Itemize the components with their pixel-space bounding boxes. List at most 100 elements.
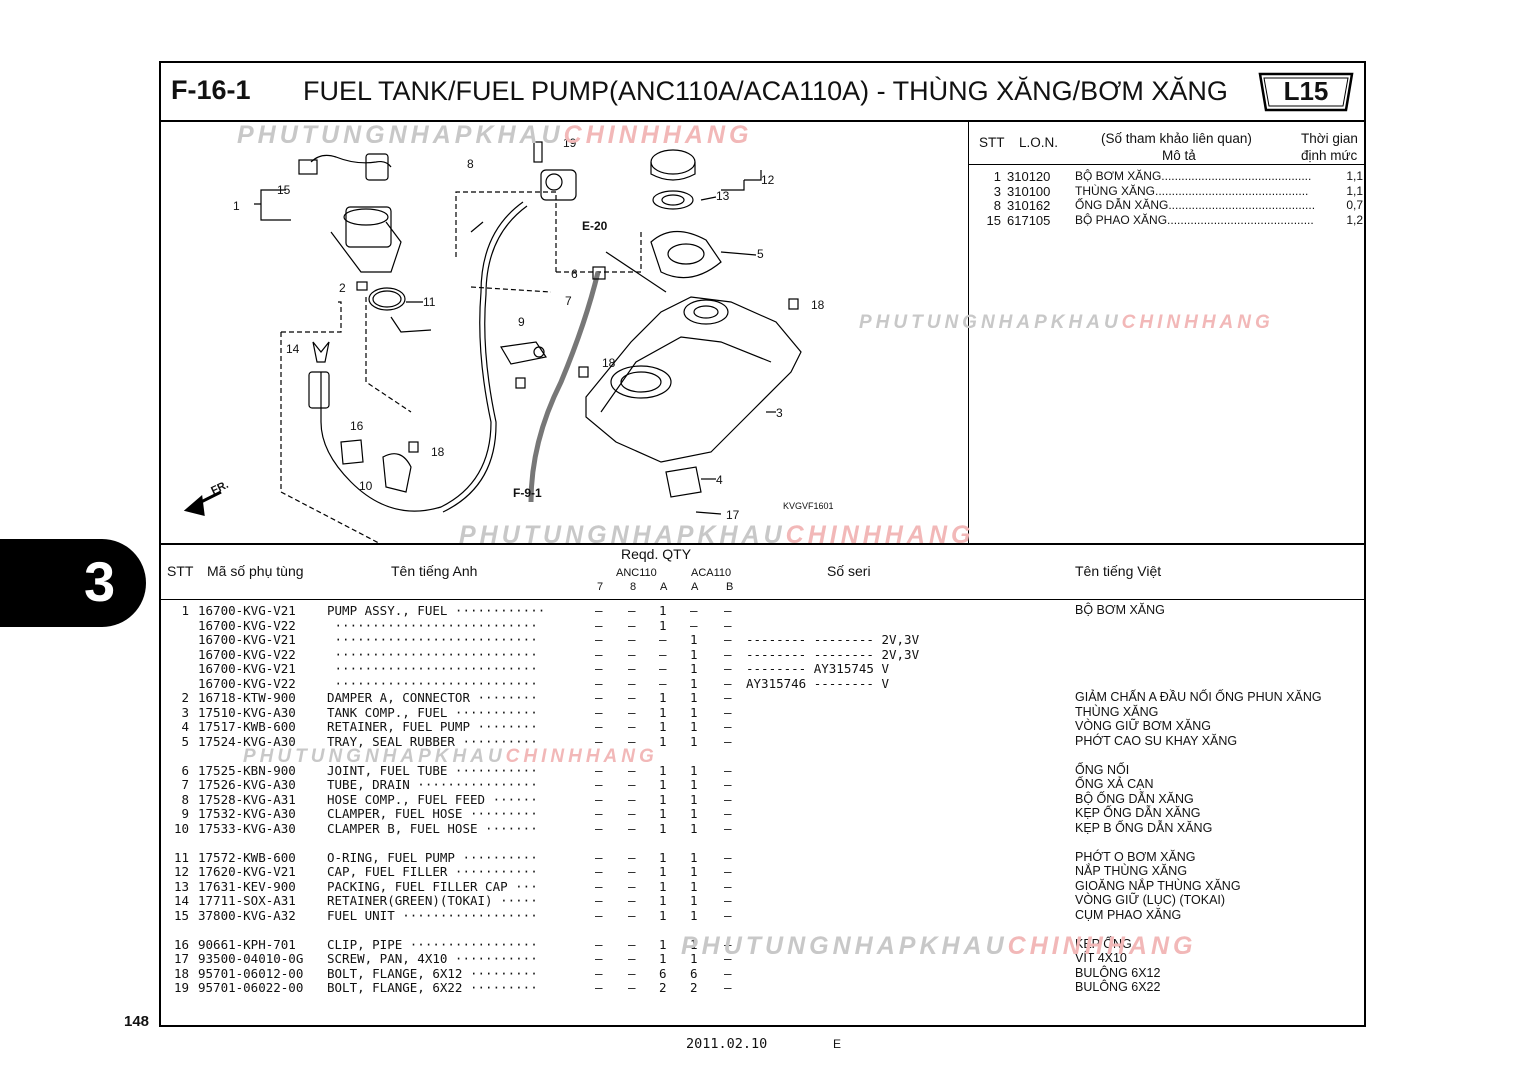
part-vietnamese-name: KẸP B ỐNG DẪN XĂNG (1075, 820, 1213, 835)
qty-b: – (724, 603, 732, 618)
qty-a2: 1 (690, 661, 698, 676)
qty-8: – (628, 907, 636, 923)
qty-8: – (628, 951, 636, 966)
watermark: PHUTUNGNHAPKHAUCHINHHANG (681, 932, 1197, 960)
qty-8: – (628, 617, 636, 633)
qty-a2: 1 (690, 690, 698, 705)
part-vietnamese-name: CỤM PHAO XĂNG (1075, 907, 1182, 922)
qty-b: – (724, 704, 732, 720)
qty-a: 1 (659, 690, 667, 705)
diagram-drawing (183, 141, 802, 543)
qty-a: 1 (659, 806, 667, 821)
qty-7: – (595, 675, 603, 691)
part-english-name: RETAINER, FUEL PUMP ········ (327, 719, 538, 734)
qty-7: – (595, 791, 603, 807)
qty-8: – (628, 806, 636, 821)
part-vietnamese-name: NẮP THÙNG XĂNG (1075, 864, 1188, 878)
part-english-name: CLIP, PIPE ················· (327, 936, 538, 952)
qty-b: – (724, 675, 732, 691)
part-number: 17572-KWB-600 (198, 849, 296, 865)
part-number: 17711-SOX-A31 (198, 893, 296, 908)
callout-18a: 18 (811, 298, 825, 312)
qty-b: – (724, 777, 732, 792)
callout-11: 11 (423, 295, 436, 309)
qty-a2: 1 (690, 777, 698, 792)
part-number: 17510-KVG-A30 (198, 704, 296, 720)
callout-10: 10 (359, 479, 373, 493)
page-header: F-16-1 FUEL TANK/FUEL PUMP(ANC110A/ACA11… (161, 63, 1364, 122)
qty-a: 1 (659, 907, 667, 923)
callout-1: 1 (233, 199, 240, 213)
qty-7: – (595, 661, 603, 676)
part-english-name: ··························· (327, 617, 538, 633)
part-number: 93500-04010-0G (198, 951, 304, 966)
qty-a2: 1 (690, 849, 698, 865)
qty-7: – (595, 864, 603, 879)
part-english-name: ··························· (327, 661, 538, 676)
diagram-code: KVGVF1601 (783, 501, 834, 511)
qty-a2: 1 (690, 893, 698, 908)
part-vietnamese-name: GIOĂNG NẮP THÙNG XĂNG (1075, 878, 1241, 893)
qty-b: – (724, 733, 732, 749)
part-english-name: BOLT, FLANGE, 6X22 ········· (327, 980, 538, 995)
side-col-stt: STT (979, 135, 1005, 150)
col-vietnamese: Tên tiếng Việt (1075, 563, 1162, 579)
part-vietnamese-name: GIẢM CHẤN A ĐẦU NỐI ỐNG PHUN XĂNG (1075, 690, 1322, 704)
qty-b: – (724, 617, 732, 633)
qty-a2: 1 (690, 632, 698, 647)
qty-7: – (595, 806, 603, 821)
part-english-name: JOINT, FUEL TUBE ··········· (327, 762, 538, 778)
qty-a2: 1 (690, 864, 698, 879)
callout-18c: 18 (431, 445, 445, 459)
qty-a: 1 (659, 936, 667, 952)
part-number: 17533-KVG-A30 (198, 820, 296, 836)
part-stt: 15 (173, 907, 189, 923)
qty-7: – (595, 849, 603, 865)
qty-a: 1 (659, 864, 667, 879)
qty-a: 1 (659, 893, 667, 908)
part-english-name: DAMPER A, CONNECTOR ········ (327, 690, 538, 705)
qty-8: – (628, 893, 636, 908)
side-col-lon: L.O.N. (1019, 135, 1059, 150)
col-b: B (726, 581, 734, 593)
qty-a: 1 (659, 719, 667, 734)
callout-2: 2 (339, 281, 346, 295)
part-stt: 10 (173, 820, 189, 836)
qty-8: – (628, 661, 636, 676)
col-anc: ANC110 (616, 567, 657, 579)
part-number: 17524-KVG-A30 (198, 733, 296, 749)
qty-8: – (628, 603, 636, 618)
table-row: 16700-KVG-V22 ··························… (161, 676, 1364, 691)
col-stt: STT (167, 563, 194, 579)
part-stt: 3 (181, 704, 189, 720)
qty-7: – (595, 762, 603, 778)
qty-7: – (595, 777, 603, 792)
part-english-name: FUEL UNIT ·················· (327, 907, 538, 923)
qty-b: – (724, 820, 732, 836)
qty-a: 1 (659, 762, 667, 778)
part-english-name: ··························· (327, 632, 538, 647)
part-serial: AY315746 -------- V (746, 675, 889, 691)
qty-a2: 1 (690, 675, 698, 691)
part-stt: 4 (181, 719, 189, 734)
qty-7: – (595, 733, 603, 749)
part-number: 95701-06012-00 (198, 965, 304, 981)
qty-8: – (628, 675, 636, 691)
table-row: 16700-KVG-V22 ··························… (161, 647, 1364, 662)
part-stt: 19 (173, 980, 189, 995)
page-title: FUEL TANK/FUEL PUMP(ANC110A/ACA110A) - T… (303, 76, 1228, 106)
part-stt: 12 (173, 864, 189, 879)
callout-e20: E-20 (582, 219, 608, 233)
part-english-name: TRAY, SEAL RUBBER ·········· (327, 733, 538, 749)
section-tab: 3 (0, 539, 146, 627)
